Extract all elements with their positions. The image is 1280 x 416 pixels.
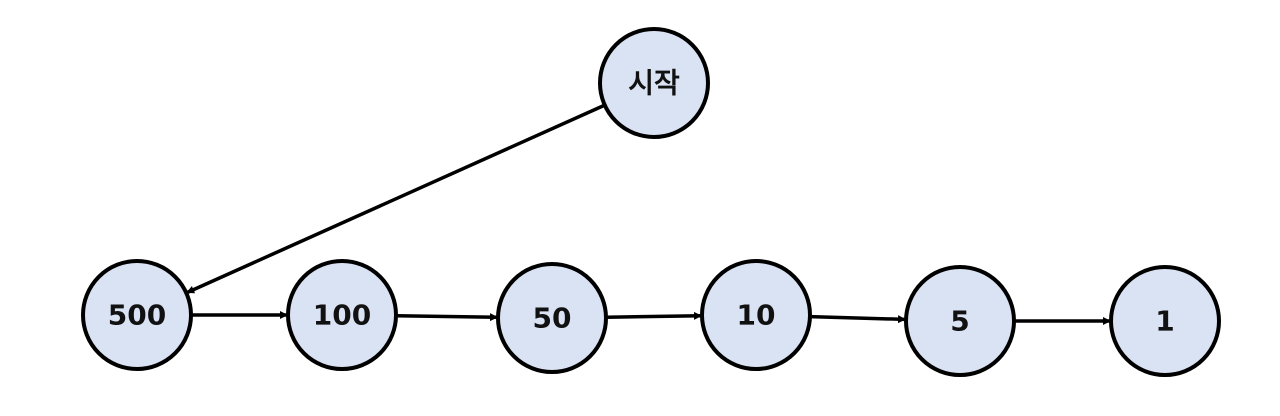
- node-5: 5: [904, 265, 1016, 377]
- edges-layer: [186, 103, 1111, 325]
- node-50: 50: [496, 262, 608, 374]
- node-500-label: 500: [108, 299, 166, 332]
- node-50-circle: [496, 262, 608, 374]
- edge-100-50: [395, 313, 499, 322]
- node-5-label: 5: [950, 305, 969, 338]
- node-500-circle: [81, 259, 193, 371]
- edge-start-500: [186, 103, 606, 295]
- node-100-circle: [286, 259, 398, 371]
- node-1-label: 1: [1155, 305, 1174, 338]
- node-50-label: 50: [533, 302, 572, 335]
- node-start-label: 시작: [628, 67, 680, 100]
- node-10-circle: [700, 259, 812, 371]
- node-start-circle: [598, 27, 710, 139]
- node-1: 1: [1109, 265, 1221, 377]
- edge-50-10: [605, 311, 703, 320]
- node-start: 시작: [598, 27, 710, 139]
- node-500: 500: [81, 259, 193, 371]
- node-10: 10: [700, 259, 812, 371]
- nodes-layer: 시작 500 100 50 10 5 1: [81, 27, 1221, 377]
- node-5-circle: [904, 265, 1016, 377]
- node-100-label: 100: [313, 299, 371, 332]
- node-10-label: 10: [737, 299, 776, 332]
- edge-10-5: [809, 314, 907, 324]
- node-100: 100: [286, 259, 398, 371]
- node-1-circle: [1109, 265, 1221, 377]
